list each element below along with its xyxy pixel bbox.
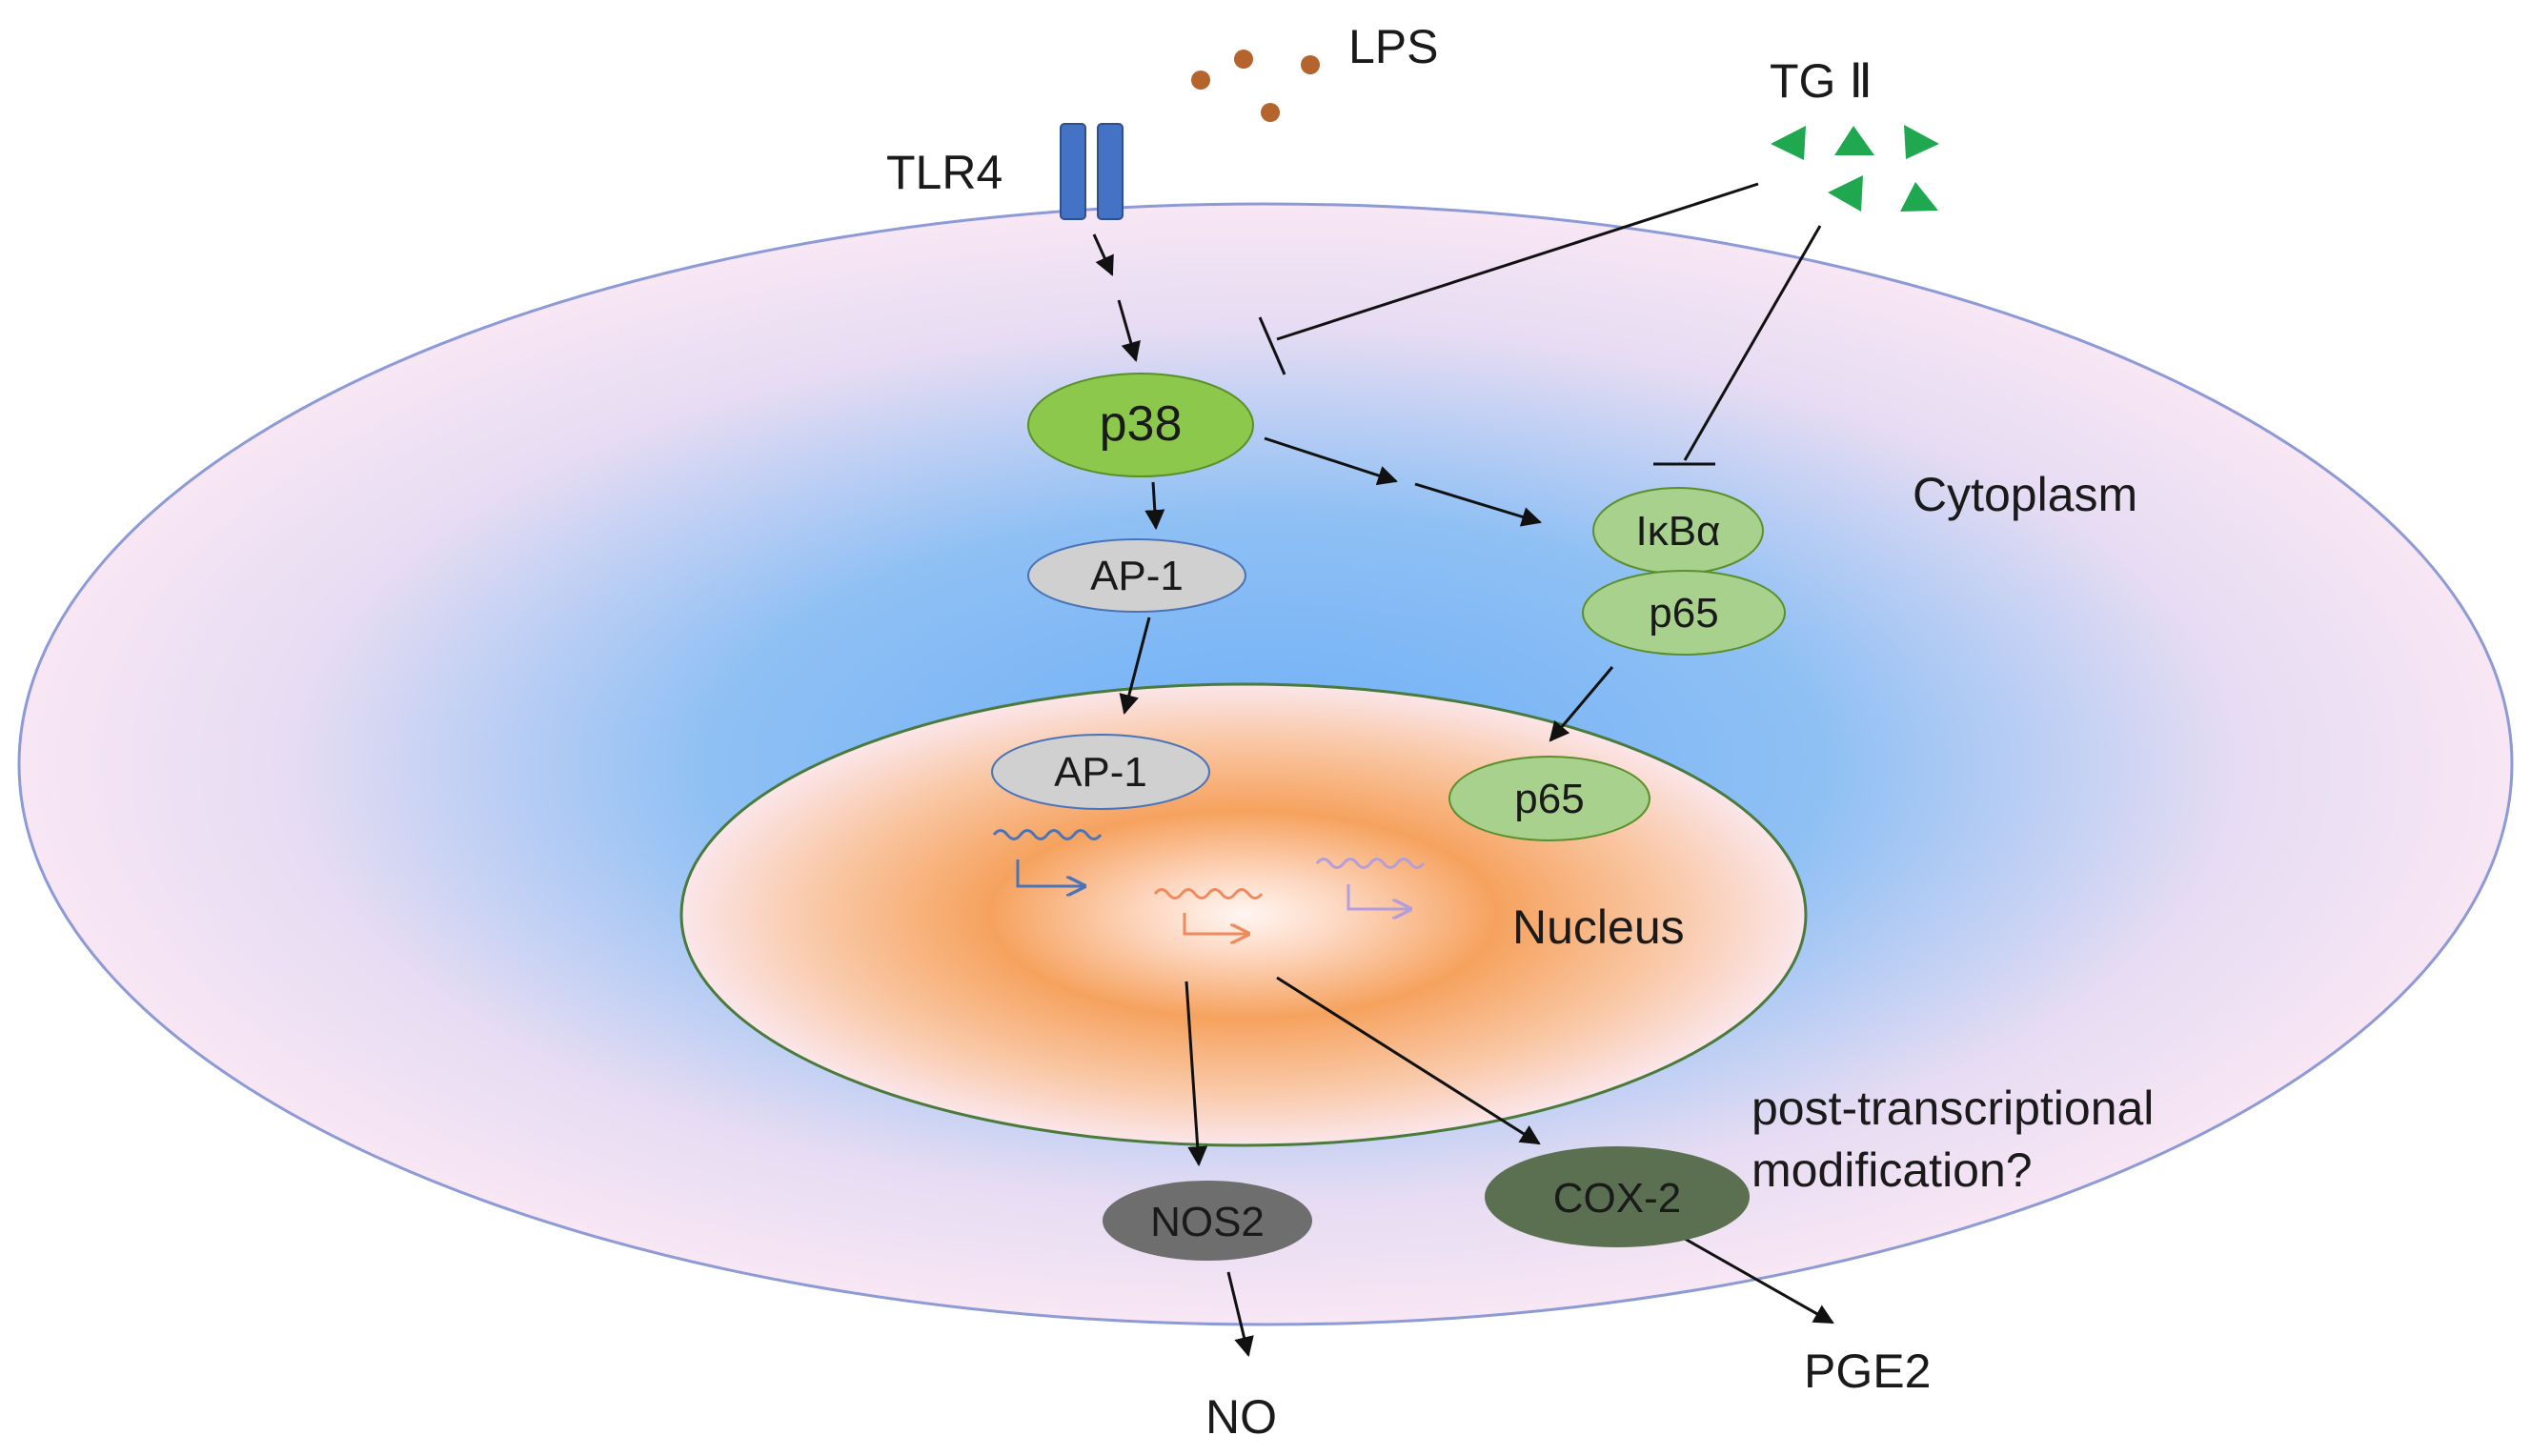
tg2-label: TG Ⅱ [1770,54,1873,108]
no-label: NO [1205,1390,1277,1444]
lps-molecules-icon [1191,50,1320,122]
gene-ap1-target-icon [992,829,1103,887]
node-ikba-label: IκBα [1635,508,1720,555]
node-nos2-label: NOS2 [1150,1199,1265,1245]
node-p65-nucleus: p65 [1448,756,1650,841]
activation-arrows [1092,233,1834,1358]
pge2-label: PGE2 [1804,1345,1931,1398]
tlr4-receptor-icon [1060,123,1124,220]
node-ap1-nucleus: AP-1 [991,734,1210,810]
post-transcriptional-label-line2: modification? [1751,1143,2033,1197]
node-ap1-cytoplasm: AP-1 [1027,538,1246,613]
node-cox2: COX-2 [1485,1146,1750,1247]
tg2-molecules-icon [1771,125,1939,212]
node-p38-label: p38 [1100,396,1183,452]
node-ikba: IκBα [1592,487,1764,575]
node-nos2: NOS2 [1103,1181,1312,1261]
lps-label: LPS [1348,20,1439,73]
node-p65-nucleus-label: p65 [1514,776,1584,822]
cytoplasm-label: Cytoplasm [1913,468,2137,521]
gene-center-target-icon [1153,888,1264,935]
node-ap1-cytoplasm-label: AP-1 [1090,553,1184,599]
post-transcriptional-label-line1: post-transcriptional [1751,1082,2154,1135]
node-cox2-label: COX-2 [1553,1175,1681,1222]
node-p65-cytoplasm-label: p65 [1649,590,1718,637]
nucleus-label: Nucleus [1512,900,1685,954]
inhibition-lines [1258,182,1822,466]
tlr4-label: TLR4 [886,146,1002,199]
node-p38: p38 [1027,373,1254,477]
node-p65-cytoplasm: p65 [1582,570,1786,656]
gene-p65-target-icon [1315,858,1426,910]
node-ap1-nucleus-label: AP-1 [1054,749,1147,796]
